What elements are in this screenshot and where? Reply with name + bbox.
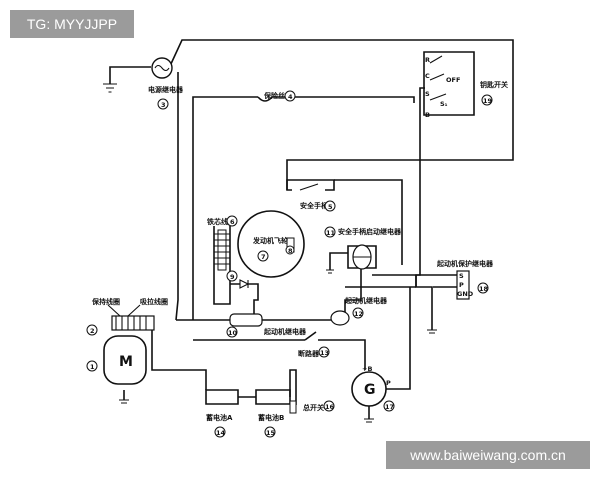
generator-symbol: G — [364, 382, 376, 398]
label-safety-handle: 安全手柄 — [300, 201, 328, 210]
flywheel — [237, 210, 305, 278]
motor-symbol: M — [119, 354, 133, 370]
label-breaker: 断路器 — [298, 349, 320, 358]
watermark: www.baiweiwang.com.cn — [386, 441, 590, 469]
marker-7: 7 — [261, 253, 266, 261]
marker-9: 9 — [230, 273, 235, 281]
terminal-plus-b: +B — [362, 365, 372, 373]
marker-16: 16 — [325, 403, 335, 411]
main-switch — [289, 400, 297, 414]
power-relay — [151, 57, 173, 79]
marker-17: 17 — [385, 403, 394, 411]
terminal-off: OFF — [446, 76, 460, 84]
label-pull-coil: 吸拉线圈 — [140, 297, 168, 306]
marker-1: 1 — [90, 363, 95, 371]
marker-2: 2 — [90, 327, 95, 335]
terminal-c: C — [425, 72, 430, 80]
terminal-p: P — [386, 379, 391, 387]
terminal-s1: S₁ — [440, 100, 448, 108]
marker-5: 5 — [328, 203, 333, 211]
safety-start-relay — [352, 244, 372, 270]
starter-motor — [103, 335, 147, 385]
label-fuse: 保险丝 — [263, 91, 285, 100]
marker-13: 13 — [320, 349, 329, 357]
marker-14: 14 — [216, 429, 226, 437]
label-hold-coil: 保持线圈 — [91, 297, 120, 306]
label-power-relay: 电源继电器 — [148, 85, 184, 94]
generator — [351, 371, 387, 407]
marker-3: 3 — [161, 101, 166, 109]
text-labels: 电源继电器 保险丝 钥匙开关 安全手柄 铁芯线圈 发动机飞轮 安全手柄启动继电器… — [91, 56, 508, 422]
label-starter-relay-12: 起动机继电器 — [344, 296, 388, 305]
terminal-b: B — [425, 111, 430, 119]
label-safety-start-relay: 安全手柄启动继电器 — [338, 227, 402, 236]
terminal-gnd-protect: GND — [457, 290, 474, 298]
marker-12: 12 — [354, 310, 363, 318]
label-battery-a: 蓄电池A — [206, 413, 233, 422]
label-flywheel: 发动机飞轮 — [252, 236, 288, 245]
starter-relay-10 — [229, 313, 263, 327]
core-coil — [214, 229, 230, 271]
label-starter-relay-10: 起动机继电器 — [263, 327, 307, 336]
marker-11: 11 — [326, 229, 336, 237]
number-markers: 1 2 3 4 5 6 7 8 9 10 11 12 13 14 15 16 1… — [86, 90, 493, 438]
label-main-switch: 总开关 — [303, 403, 324, 412]
starter-relay-12 — [330, 310, 350, 326]
hold-pull-coils — [107, 304, 155, 331]
marker-10: 10 — [228, 329, 238, 337]
label-battery-b: 蓄电池B — [258, 413, 284, 422]
marker-18: 18 — [479, 285, 489, 293]
terminal-s-protect: S — [459, 272, 464, 280]
terminal-p-protect: P — [459, 281, 464, 289]
tg-label: TG: MYYJJPP — [10, 10, 134, 38]
marker-4: 4 — [288, 93, 293, 101]
terminal-r: R — [425, 56, 430, 64]
marker-6: 6 — [230, 218, 235, 226]
marker-19: 19 — [483, 97, 493, 105]
label-key-switch: 钥匙开关 — [480, 80, 508, 89]
terminal-s: S — [425, 90, 430, 98]
marker-15: 15 — [266, 429, 276, 437]
marker-8: 8 — [288, 247, 293, 255]
label-core-coil: 铁芯线圈 — [207, 217, 235, 226]
label-starter-protect-relay: 起动机保护继电器 — [436, 259, 494, 268]
wires — [103, 39, 514, 423]
starter-protect-relay — [415, 270, 470, 300]
